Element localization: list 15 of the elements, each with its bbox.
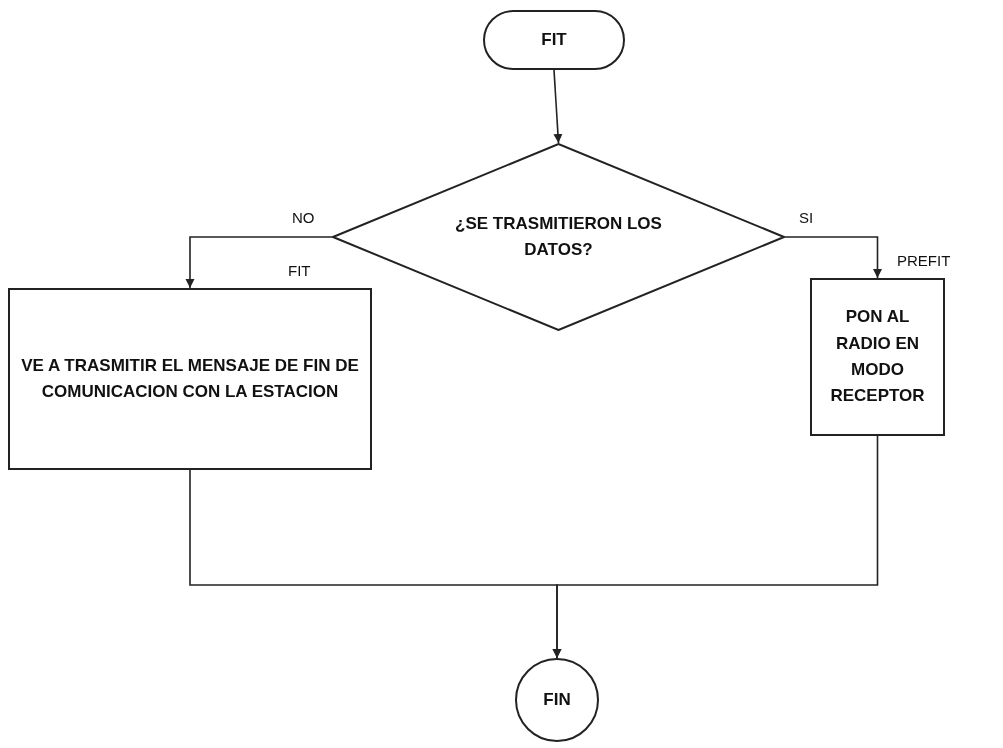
- node-text: PON AL RADIO EN MODO RECEPTOR: [829, 306, 926, 408]
- step-label: FIT: [288, 262, 311, 279]
- arrow: [185, 236, 333, 289]
- arrow: [552, 435, 879, 659]
- node-text: ¿SE TRASMITIERON LOS DATOS?: [454, 212, 663, 261]
- process-box: [810, 278, 945, 436]
- arrow: [553, 69, 563, 144]
- step-label: PREFIT: [897, 252, 951, 269]
- decision-diamond: [332, 143, 785, 331]
- process-box: [8, 288, 372, 470]
- node-text: FIT: [540, 28, 568, 51]
- terminal-box: [483, 10, 625, 70]
- node-text: FIN: [542, 688, 572, 711]
- node-text: VE A TRASMITIR EL MENSAJE DE FIN DE COMUNICACION CON LA ESTACION: [20, 354, 360, 403]
- arrow: [784, 236, 882, 279]
